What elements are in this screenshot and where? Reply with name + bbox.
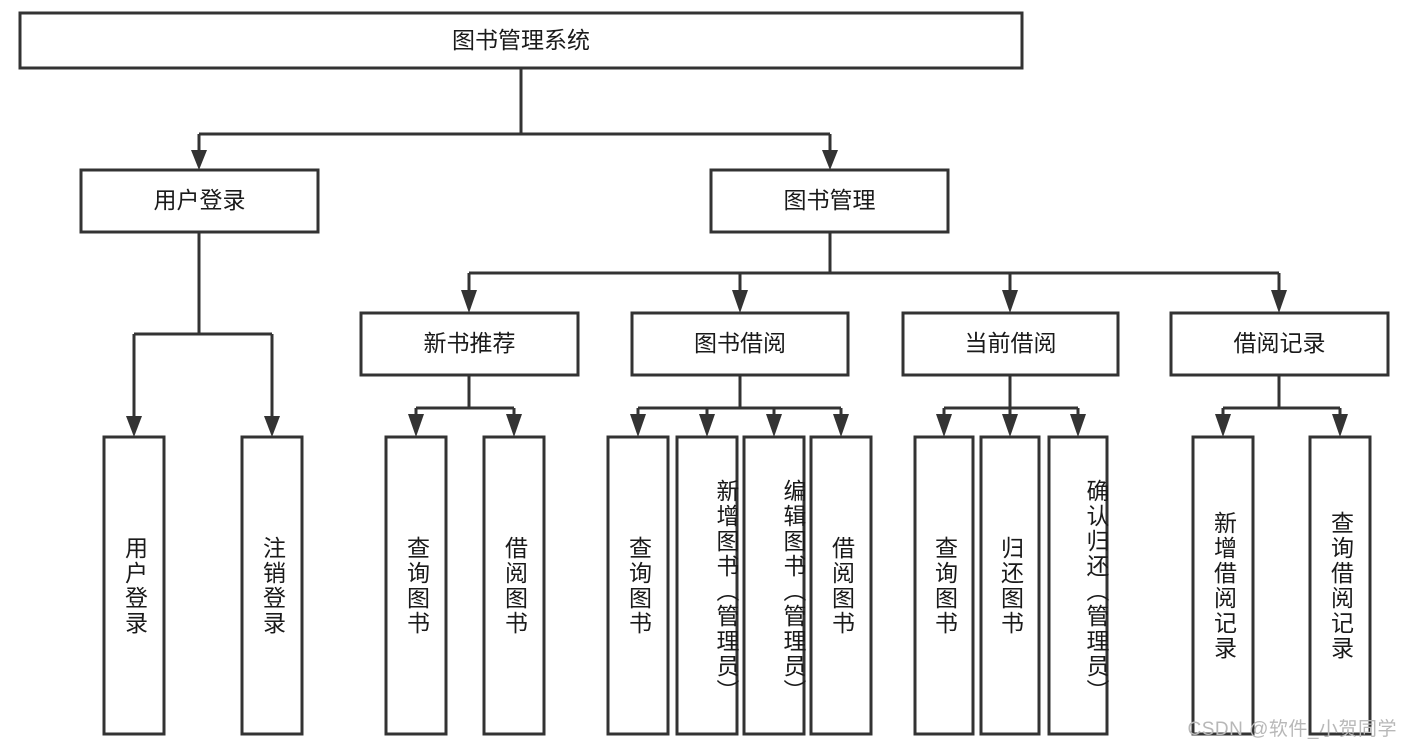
arrow-book-borrow-to-leaf3: [766, 414, 782, 437]
arrow-borrow-record-to-leaf2: [1332, 414, 1348, 437]
arrow-user-login-to-leaf2: [264, 416, 280, 437]
node-leaf-borrow-book-borrow[interactable]: [809, 435, 873, 736]
arrow-new-book-to-leaf2: [506, 414, 522, 437]
csdn-watermark: CSDN @软件_小贺同学: [1187, 719, 1397, 740]
node-leaf-user-login[interactable]: [102, 435, 166, 736]
arrow-book-borrow-to-leaf4: [833, 414, 849, 437]
node-leaf-confirm-return-admin[interactable]: [1047, 435, 1109, 736]
node-leaf-borrow-book-new[interactable]: [482, 435, 546, 736]
arrow-current-borrow-to-leaf3: [1070, 414, 1086, 437]
node-book-management[interactable]: [709, 168, 950, 234]
node-leaf-query-book-current[interactable]: [913, 435, 975, 736]
arrow-root-to-user-login: [191, 150, 207, 170]
node-leaf-add-book-admin[interactable]: [675, 435, 739, 736]
arrow-root-to-book-management: [822, 150, 838, 170]
node-leaf-logout[interactable]: [240, 435, 304, 736]
node-leaf-query-book-borrow[interactable]: [606, 435, 670, 736]
node-leaf-query-book-new[interactable]: [384, 435, 448, 736]
node-current-borrow[interactable]: [901, 311, 1120, 377]
node-leaf-query-borrow-record[interactable]: [1308, 435, 1372, 736]
node-book-management-label: 图书管理: [784, 187, 876, 213]
arrow-bm-to-borrow-record: [1271, 290, 1287, 313]
node-user-login-label: 用户登录: [154, 187, 246, 213]
node-book-borrow-label: 图书借阅: [694, 330, 786, 356]
arrow-current-borrow-to-leaf2: [1002, 414, 1018, 437]
arrow-bm-to-current-borrow: [1002, 290, 1018, 313]
node-layer: 图书管理系统 用户登录 图书管理 新书推荐 图书借阅 当前借阅 借阅记录: [18, 11, 1390, 736]
arrow-current-borrow-to-leaf1: [936, 414, 952, 437]
arrow-bm-to-new-book: [461, 290, 477, 313]
node-leaf-edit-book-admin[interactable]: [742, 435, 806, 736]
arrow-book-borrow-to-leaf2: [699, 414, 715, 437]
node-borrow-record[interactable]: [1169, 311, 1390, 377]
node-borrow-record-label: 借阅记录: [1234, 330, 1326, 356]
connector-layer: [126, 68, 1348, 437]
node-user-login[interactable]: [79, 168, 320, 234]
node-leaf-return-book[interactable]: [979, 435, 1041, 736]
node-new-book-recommend-label: 新书推荐: [424, 330, 516, 356]
arrow-borrow-record-to-leaf1: [1215, 414, 1231, 437]
node-book-borrow[interactable]: [630, 311, 850, 377]
node-root[interactable]: [18, 11, 1024, 70]
arrow-bm-to-book-borrow: [732, 290, 748, 313]
node-new-book-recommend[interactable]: [359, 311, 580, 377]
node-root-label: 图书管理系统: [452, 27, 590, 53]
arrow-book-borrow-to-leaf1: [630, 414, 646, 437]
node-leaf-add-borrow-record[interactable]: [1191, 435, 1255, 736]
node-current-borrow-label: 当前借阅: [965, 330, 1057, 356]
arrow-new-book-to-leaf1: [408, 414, 424, 437]
arrow-user-login-to-leaf1: [126, 416, 142, 437]
